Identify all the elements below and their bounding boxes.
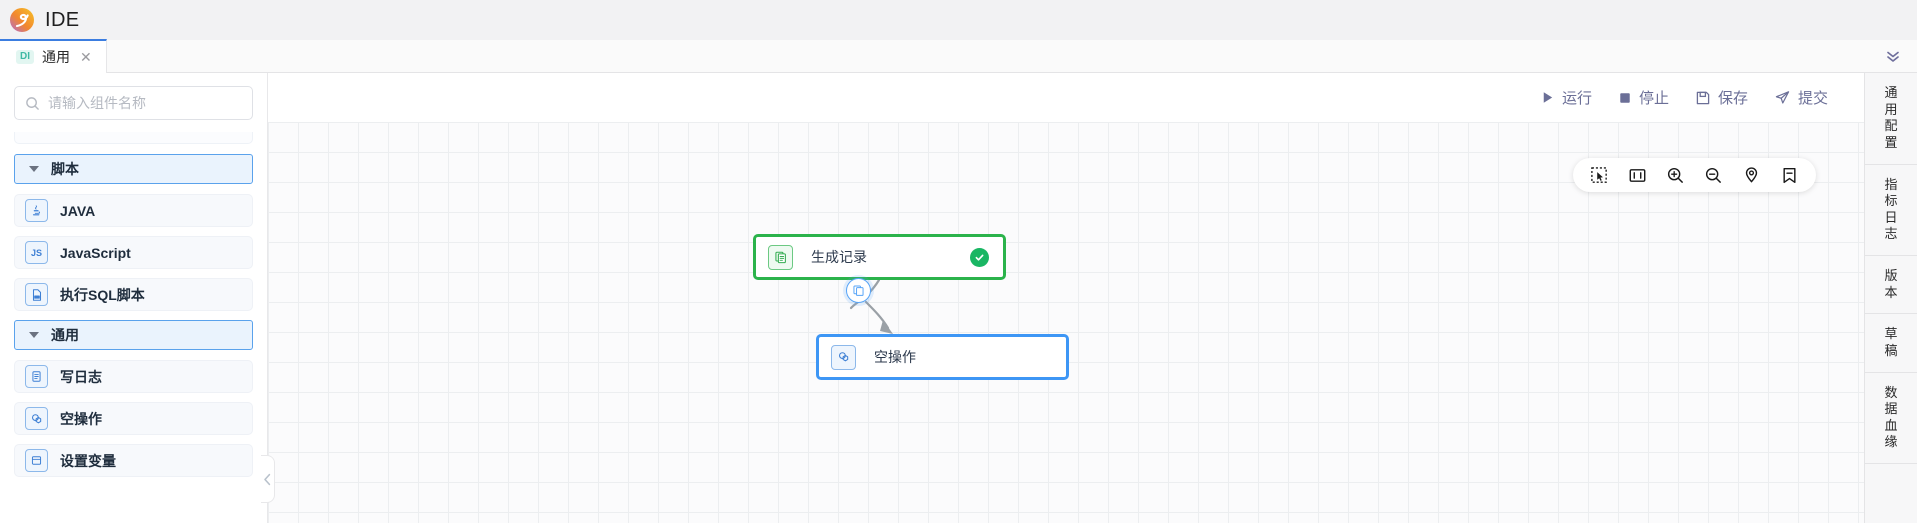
paper-plane-submit-icon <box>1775 91 1790 104</box>
zoom-in-icon[interactable] <box>1666 166 1685 185</box>
component-label: JAVA <box>60 202 96 219</box>
title-bar: IDE <box>0 0 1917 40</box>
run-label: 运行 <box>1561 90 1592 107</box>
tab-bar-spacer <box>107 40 1869 72</box>
rail-label: 数据血缘 <box>1884 384 1898 450</box>
panel-collapse-handle[interactable] <box>261 455 275 503</box>
swirl-logo-icon <box>10 8 34 32</box>
flow-node-generate-record[interactable]: 生成记录 <box>753 234 1006 280</box>
canvas-toolbar <box>1573 158 1816 192</box>
floppy-save-icon <box>1696 91 1710 104</box>
java-icon <box>25 199 48 222</box>
category-label: 脚本 <box>51 161 79 177</box>
bookmark-icon[interactable] <box>1780 166 1799 185</box>
marquee-select-icon[interactable] <box>1590 166 1609 185</box>
chevron-left-icon <box>264 473 271 485</box>
right-rail: 通用配置 指标日志 版本 草稿 数据血缘 <box>1864 73 1917 523</box>
edge-arrowhead <box>880 320 893 334</box>
empty-operation-icon <box>25 407 48 430</box>
component-label: 执行SQL脚本 <box>60 286 145 303</box>
rail-label: 通用配置 <box>1884 85 1898 150</box>
rail-item-draft[interactable]: 草稿 <box>1865 314 1917 373</box>
caret-down-icon <box>29 166 39 172</box>
run-button[interactable]: 运行 <box>1540 87 1592 108</box>
close-icon[interactable]: ✕ <box>80 49 92 65</box>
node-label: 生成记录 <box>811 249 867 265</box>
category-header-script[interactable]: 脚本 <box>14 154 253 184</box>
component-label: 空操作 <box>60 410 102 427</box>
play-icon <box>1543 92 1553 103</box>
empty-operation-icon <box>831 344 856 370</box>
flow-node-empty-operation[interactable]: 空操作 <box>816 334 1069 380</box>
category-label: 通用 <box>51 327 79 343</box>
app-title: IDE <box>45 8 80 31</box>
component-panel: 脚本 JAVA JS JavaScript <box>0 73 268 523</box>
rail-item-general-config[interactable]: 通用配置 <box>1865 73 1917 165</box>
partial-item-above <box>14 132 253 144</box>
generate-record-icon <box>768 244 793 270</box>
save-label: 保存 <box>1717 90 1748 107</box>
check-circle-icon <box>970 247 989 267</box>
double-chevron-down-icon[interactable] <box>1869 40 1917 72</box>
submit-label: 提交 <box>1797 90 1828 107</box>
component-label: 设置变量 <box>60 452 116 469</box>
component-item-empty-operation[interactable]: 空操作 <box>14 402 253 435</box>
tab-bar: DI 通用 ✕ <box>0 39 1917 73</box>
rail-item-data-lineage[interactable]: 数据血缘 <box>1865 373 1917 464</box>
rail-label: 草稿 <box>1884 326 1898 358</box>
flow-canvas[interactable]: 生成记录 空操作 <box>268 122 1864 523</box>
stop-button[interactable]: 停止 <box>1618 87 1669 108</box>
component-label: 写日志 <box>60 368 102 385</box>
rail-item-metric-log[interactable]: 指标日志 <box>1865 165 1917 256</box>
copy-node-icon <box>853 285 864 296</box>
log-document-icon <box>25 365 48 388</box>
sql-file-icon <box>25 283 48 306</box>
edge-copy-button[interactable] <box>846 278 871 303</box>
search-input[interactable] <box>48 95 242 111</box>
tab-type-badge: DI <box>16 50 34 64</box>
component-item-write-log[interactable]: 写日志 <box>14 360 253 393</box>
caret-down-icon <box>29 332 39 338</box>
search-area <box>0 73 267 132</box>
component-item-java[interactable]: JAVA <box>14 194 253 227</box>
stop-square-icon <box>1620 92 1630 103</box>
component-item-execute-sql[interactable]: 执行SQL脚本 <box>14 278 253 311</box>
rail-item-version[interactable]: 版本 <box>1865 256 1917 315</box>
stop-label: 停止 <box>1638 90 1669 107</box>
component-list[interactable]: 脚本 JAVA JS JavaScript <box>0 132 267 522</box>
tab-tongyong[interactable]: DI 通用 ✕ <box>0 39 107 73</box>
category-header-general[interactable]: 通用 <box>14 320 253 350</box>
editor-toolbar: 运行 停止 保存 提交 <box>268 73 1864 122</box>
set-variable-icon <box>25 449 48 472</box>
component-item-javascript[interactable]: JS JavaScript <box>14 236 253 269</box>
submit-button[interactable]: 提交 <box>1774 87 1828 108</box>
search-box[interactable] <box>14 86 253 120</box>
zoom-out-icon[interactable] <box>1704 166 1723 185</box>
rail-label: 版本 <box>1884 268 1898 300</box>
component-item-set-variable[interactable]: 设置变量 <box>14 444 253 477</box>
locate-node-icon[interactable] <box>1742 166 1761 185</box>
save-button[interactable]: 保存 <box>1695 87 1748 108</box>
node-label: 空操作 <box>874 349 916 365</box>
javascript-icon: JS <box>25 241 48 264</box>
fit-to-screen-icon[interactable] <box>1628 166 1647 185</box>
component-label: JavaScript <box>60 244 131 261</box>
search-icon <box>26 96 39 110</box>
rail-label: 指标日志 <box>1884 176 1898 242</box>
tab-label: 通用 <box>42 49 70 65</box>
